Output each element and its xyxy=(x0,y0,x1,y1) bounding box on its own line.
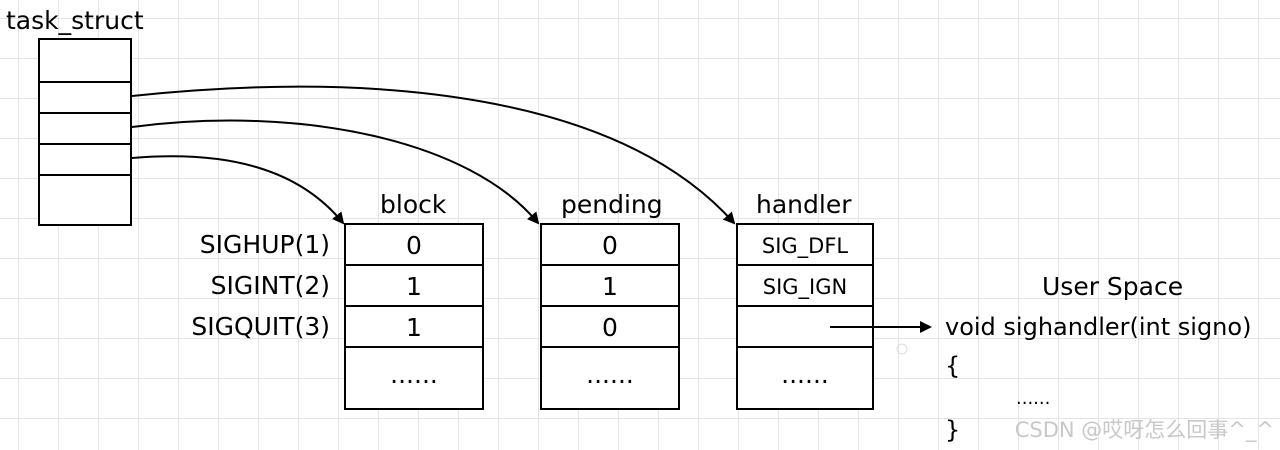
csdn-watermark: CSDN @哎呀怎么回事^_^ xyxy=(1014,418,1274,442)
task-struct-row xyxy=(40,114,130,145)
arrow-to-block xyxy=(131,155,345,225)
block-header: block xyxy=(380,190,447,219)
pending-header: pending xyxy=(561,190,663,219)
pending-cell-sighup: 0 xyxy=(602,231,618,260)
pending-cell-sigint: 1 xyxy=(602,272,618,301)
task-struct-row xyxy=(40,83,130,114)
task-struct-title: task_struct xyxy=(6,6,144,35)
block-table: 0 1 1 ...... xyxy=(344,223,484,410)
sighandler-signature: void sighandler(int signo) xyxy=(945,313,1252,341)
block-cell-sigint: 1 xyxy=(406,272,422,301)
handler-cell-sigint: SIG_IGN xyxy=(762,274,848,299)
user-space-title: User Space xyxy=(1042,272,1184,301)
block-cell-sighup: 0 xyxy=(406,231,422,260)
arrow-to-handler xyxy=(131,85,736,225)
pending-cell-sigquit: 0 xyxy=(602,313,618,342)
sighandler-open-brace: { xyxy=(945,352,961,380)
handler-cell-more: ...... xyxy=(781,359,829,389)
block-cell-more: ...... xyxy=(390,359,438,389)
handler-table: SIG_DFL SIG_IGN ...... xyxy=(736,223,874,410)
task-struct-box xyxy=(38,38,132,226)
task-struct-row xyxy=(40,40,130,83)
pending-table: 0 1 0 ...... xyxy=(540,223,680,410)
block-cell-sigquit: 1 xyxy=(406,313,422,342)
signal-label-sigquit: SIGQUIT(3) xyxy=(191,312,330,341)
arrow-to-pending xyxy=(131,119,540,225)
handler-cell-sighup: SIG_DFL xyxy=(761,233,849,258)
task-struct-row xyxy=(40,145,130,176)
signal-label-sighup: SIGHUP(1) xyxy=(199,230,330,259)
pending-cell-more: ...... xyxy=(586,359,634,389)
sighandler-body: ...... xyxy=(1016,388,1051,409)
signal-label-sigint: SIGINT(2) xyxy=(210,271,330,300)
handler-header: handler xyxy=(756,190,852,219)
cursor-circle xyxy=(896,343,908,355)
sighandler-close-brace: } xyxy=(945,416,961,444)
